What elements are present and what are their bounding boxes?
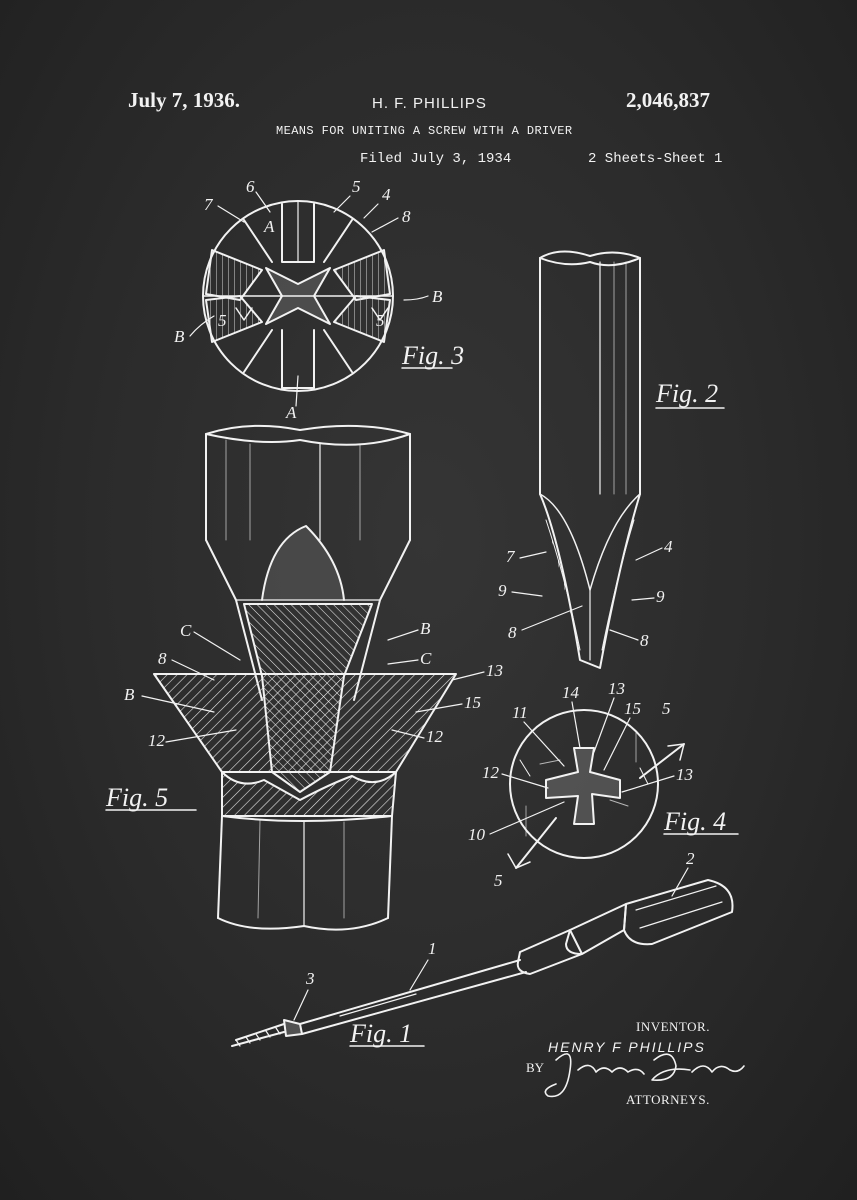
- fig3-screw-head: [202, 200, 394, 392]
- fig5-ref-B-left: B: [124, 685, 135, 704]
- fig5-ref-13: 13: [486, 661, 503, 680]
- fig4-ref-5-bottom: 5: [494, 871, 503, 890]
- fig4-ref-12: 12: [482, 763, 500, 782]
- fig3-ref-4: 4: [382, 185, 391, 204]
- fig3-ref-B-left: B: [174, 327, 185, 346]
- fig4-ref-15: 15: [624, 699, 641, 718]
- filed-date: Filed July 3, 1934: [360, 151, 512, 167]
- fig5-ref-C-right: C: [420, 649, 432, 668]
- fig4-ref-11: 11: [512, 703, 528, 722]
- fig4-ref-10: 10: [468, 825, 486, 844]
- fig1-ref-3: 3: [305, 969, 315, 988]
- fig3-ref-5-left: 5: [218, 311, 227, 330]
- patent-title: MEANS FOR UNITING A SCREW WITH A DRIVER: [276, 124, 573, 138]
- fig2-ref-7: 7: [506, 547, 516, 566]
- fig4-screw-top: [507, 709, 685, 869]
- inventor-header: H. F. PHILLIPS: [372, 95, 487, 112]
- fig5-ref-C-left: C: [180, 621, 192, 640]
- fig1-label: Fig. 1: [349, 1019, 412, 1048]
- fig4-ref-14: 14: [562, 683, 580, 702]
- attorney-signature: [544, 1053, 745, 1098]
- fig3-ref-8: 8: [402, 207, 411, 226]
- fig2-driver-bit: [539, 250, 641, 669]
- fig3-ref-6: 6: [246, 177, 255, 196]
- fig5-ref-B-right: B: [420, 619, 431, 638]
- fig4-label: Fig. 4: [663, 807, 726, 836]
- patent-date: July 7, 1936.: [128, 88, 241, 112]
- fig2-ref-9-left: 9: [498, 581, 507, 600]
- fig4-ref-13-top: 13: [608, 679, 625, 698]
- fig3-ref-A-bottom: A: [285, 403, 297, 422]
- fig4-labels: 11 14 13 15 5 12 13 10 5 Fig. 4: [468, 679, 726, 890]
- fig5-label: Fig. 5: [105, 783, 168, 812]
- inventor-name: HENRY F PHILLIPS: [548, 1039, 706, 1055]
- fig5-ref-8: 8: [158, 649, 167, 668]
- fig5-ref-15: 15: [464, 693, 481, 712]
- fig5-ref-12-left: 12: [148, 731, 166, 750]
- sheet-count: 2 Sheets-Sheet 1: [588, 151, 723, 167]
- fig2-labels: 7 4 9 9 8 8 Fig. 2: [498, 379, 718, 650]
- patent-number: 2,046,837: [626, 88, 710, 112]
- fig2-ref-8-right: 8: [640, 631, 649, 650]
- inventor-label: INVENTOR.: [636, 1019, 710, 1034]
- fig1-ref-2: 2: [686, 849, 695, 868]
- fig4-ref-5-top: 5: [662, 699, 671, 718]
- fig2-ref-9-right: 9: [656, 587, 665, 606]
- attorneys-label: ATTORNEYS.: [626, 1092, 710, 1107]
- fig5-labels: C B 8 C B 13 15 12 12 Fig. 5: [105, 619, 503, 812]
- fig4-ref-13-right: 13: [676, 765, 693, 784]
- fig2-ref-8-left: 8: [508, 623, 517, 642]
- fig2-ref-4: 4: [664, 537, 673, 556]
- fig5-ref-12-right: 12: [426, 727, 444, 746]
- fig3-ref-A-top: A: [263, 217, 275, 236]
- fig3-labels: 7 6 5 4 8 A B 5 5 B A Fig. 3: [174, 177, 464, 422]
- fig3-ref-B-right: B: [432, 287, 443, 306]
- by-label: BY: [526, 1060, 545, 1075]
- fig5-cross-section: [153, 424, 457, 931]
- fig2-label: Fig. 2: [655, 379, 718, 408]
- fig3-ref-7: 7: [204, 195, 214, 214]
- fig3-ref-5: 5: [352, 177, 361, 196]
- fig1-labels: 2 1 3 Fig. 1: [305, 849, 695, 1048]
- fig3-label: Fig. 3: [401, 341, 464, 370]
- fig1-screwdriver: [231, 879, 734, 1047]
- fig3-ref-5-right: 5: [376, 311, 385, 330]
- fig1-ref-1: 1: [428, 939, 437, 958]
